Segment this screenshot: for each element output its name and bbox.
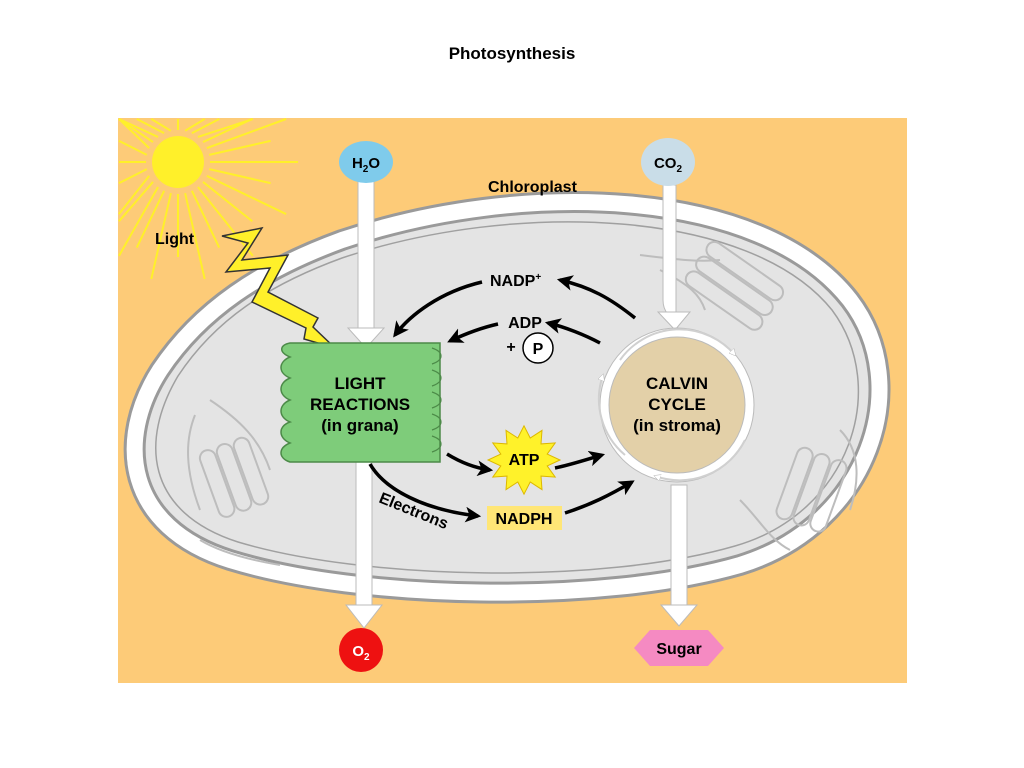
adp-label: ADP: [508, 315, 542, 332]
sun-ray: [118, 118, 154, 143]
sun-ray: [136, 118, 165, 135]
sun-ray: [150, 118, 172, 132]
co2-label: CO2: [654, 155, 683, 175]
sun-ray: [118, 175, 150, 215]
atp-label: ATP: [509, 452, 540, 469]
co2-flow-arrowhead: [656, 311, 692, 331]
light-reactions-line1: LIGHT: [335, 374, 387, 393]
adp-to-light-arrow: [447, 322, 499, 343]
calvin-cycle-line3: (in stroma): [633, 416, 721, 435]
thylakoid-stack: [639, 240, 785, 331]
light-reactions-line3: (in grana): [321, 416, 398, 435]
sun-ray: [118, 186, 159, 257]
sun-ray: [208, 139, 271, 156]
sun-ray: [206, 174, 287, 215]
nadp-superscript: +: [535, 272, 541, 283]
sun-ray: [184, 118, 206, 132]
sun-ray: [118, 139, 148, 156]
phosphate-circle: [522, 332, 554, 364]
sun-ray: [191, 118, 220, 135]
nadph-label: NADPH: [496, 511, 553, 528]
co2-input: CO2: [641, 138, 695, 186]
nadph-to-calvin-arrow: [564, 480, 635, 515]
sun-ray: [202, 118, 253, 143]
sun-ray: [190, 190, 221, 249]
oxygen-flow-shaft: [355, 461, 373, 608]
nadp-label: NADP+: [490, 272, 541, 290]
nadph-box: [487, 506, 562, 530]
oxygen-label: O2: [352, 643, 370, 663]
sugar-label: Sugar: [656, 641, 701, 658]
sun-ray: [202, 181, 253, 223]
calvin-cycle: CALVIN CYCLE (in stroma): [599, 327, 755, 483]
thylakoid-stack: [739, 429, 858, 551]
electrons-arrow: [368, 463, 482, 523]
oxygen-flow-arrowhead: [344, 604, 384, 629]
plus-sign: +: [506, 339, 515, 356]
light-reactions-grana: LIGHT REACTIONS (in grana): [280, 342, 442, 463]
phosphate-label: P: [533, 341, 544, 358]
thylakoid-stack: [187, 399, 281, 566]
water-flow-shaft: [357, 179, 375, 331]
chloroplast-label: Chloroplast: [488, 179, 578, 196]
atp-to-calvin-arrow: [554, 451, 606, 470]
sun-ray: [135, 190, 166, 249]
calvin-cycle-line2: CYCLE: [648, 395, 706, 414]
light-reactions-line2: REACTIONS: [310, 395, 410, 414]
light-label: Light: [155, 231, 195, 248]
sun-ray: [118, 168, 148, 185]
nadp-text: NADP: [490, 273, 536, 290]
cycle-arrows: [368, 275, 637, 523]
sun-icon: [118, 118, 298, 280]
water-flow-arrowhead: [346, 327, 386, 349]
sugar-output: Sugar: [634, 630, 724, 666]
sugar-flow-shaft: [670, 484, 688, 608]
sugar-flow-arrowhead: [659, 604, 699, 627]
calvin-cycle-line1: CALVIN: [646, 374, 708, 393]
sun-ray: [118, 118, 150, 149]
sun-ray: [118, 181, 154, 222]
light-to-atp-arrow: [446, 452, 494, 477]
calvin-to-adp-arrow: [544, 318, 601, 345]
page-title: Photosynthesis: [448, 44, 576, 63]
water-input: H2O: [339, 141, 393, 183]
sun-ray: [206, 118, 287, 150]
sun-ray: [118, 118, 159, 138]
water-label: H2O: [352, 155, 380, 175]
sun-ray: [150, 192, 172, 280]
oxygen-output: O2: [339, 628, 383, 672]
nadp-to-light-arrow: [393, 280, 483, 338]
atp-starburst: ATP: [486, 424, 562, 496]
sun-ray: [184, 192, 206, 280]
sun-ray: [197, 186, 254, 257]
calvin-to-nadp-arrow: [556, 275, 637, 320]
sun-ray: [208, 168, 271, 185]
